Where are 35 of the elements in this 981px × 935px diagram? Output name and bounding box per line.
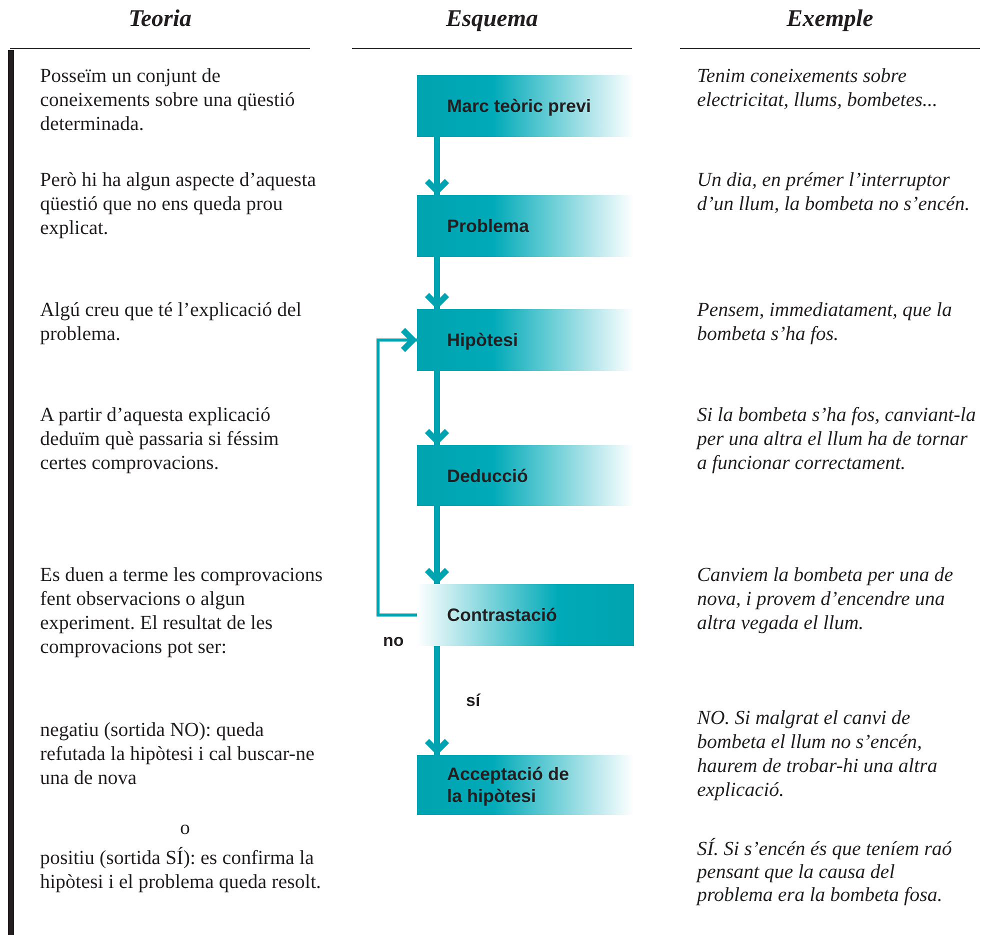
example-text: Un dia, en prémer l’interruptor d’un llum, la bombeta no s’encén. xyxy=(697,168,971,216)
example-text: Pensem, immediatament, que la bombeta s’ha fos. xyxy=(697,298,953,346)
arrow xyxy=(376,327,417,616)
theory-text: Posseïm un conjunt de coneixements sobre una qüestió determinada. xyxy=(40,64,296,136)
theory-text: negatiu (sortida NO): queda refutada la hipòtesi i cal buscar-ne una de nova xyxy=(40,718,316,790)
theory-text: Algú creu que té l’explicació del problema. xyxy=(40,298,303,346)
column-heading: Exemple xyxy=(786,6,874,33)
theory-text: positiu (sortida SÍ): es confirma la hipòtesi i el problema queda resolt. xyxy=(40,846,322,894)
example-text: SÍ. Si s’encén és que teníem raó pensant que la causa del problema era la bombeta fosa. xyxy=(697,838,953,907)
process-box xyxy=(417,75,634,137)
column-heading: Teoria xyxy=(127,6,193,33)
process-box xyxy=(417,195,634,257)
box-label: Contrastació xyxy=(447,604,558,626)
example-text: Tenim coneixements sobre electricitat, llums, bombetes... xyxy=(697,64,939,112)
arrow xyxy=(424,257,450,309)
process-box xyxy=(417,584,634,646)
box-label: Marc teòric previ xyxy=(447,95,592,117)
column-heading: Esquema xyxy=(444,6,539,33)
arrow xyxy=(424,371,450,445)
example-text: NO. Si malgrat el canvi de bombeta el llum no s’encén, haurem de trobar-hi una altra explicació. xyxy=(697,706,938,802)
process-box xyxy=(417,755,634,815)
box-label: Hipòtesi xyxy=(447,329,518,351)
theory-text: Es duen a terme les comprovacions fent observacions o algun experiment. El resultat de les comprovacions pot ser: xyxy=(40,563,324,659)
theory-text: A partir d’aquesta explicació deduïm què passaria si féssim certes comprovacions. xyxy=(40,403,280,475)
box-label: Problema xyxy=(447,215,530,237)
example-text: Si la bombeta s’ha fos, canviant-la per una altra el llum ha de tornar a funcionar correctament. xyxy=(697,403,977,475)
theory-text: o xyxy=(179,816,191,840)
box-label: Deducció xyxy=(447,464,528,486)
process-box xyxy=(417,309,634,371)
theory-text: Però hi ha algun aspecte d’aquesta qüestió que no ens queda prou explicat. xyxy=(40,168,318,240)
arrow xyxy=(424,506,450,584)
process-box xyxy=(417,445,634,506)
example-text: Canviem la bombeta per una de nova, i provem d’encendre una altra vegada el llum. xyxy=(697,563,954,635)
arrow xyxy=(424,137,450,195)
arrow xyxy=(424,646,450,755)
